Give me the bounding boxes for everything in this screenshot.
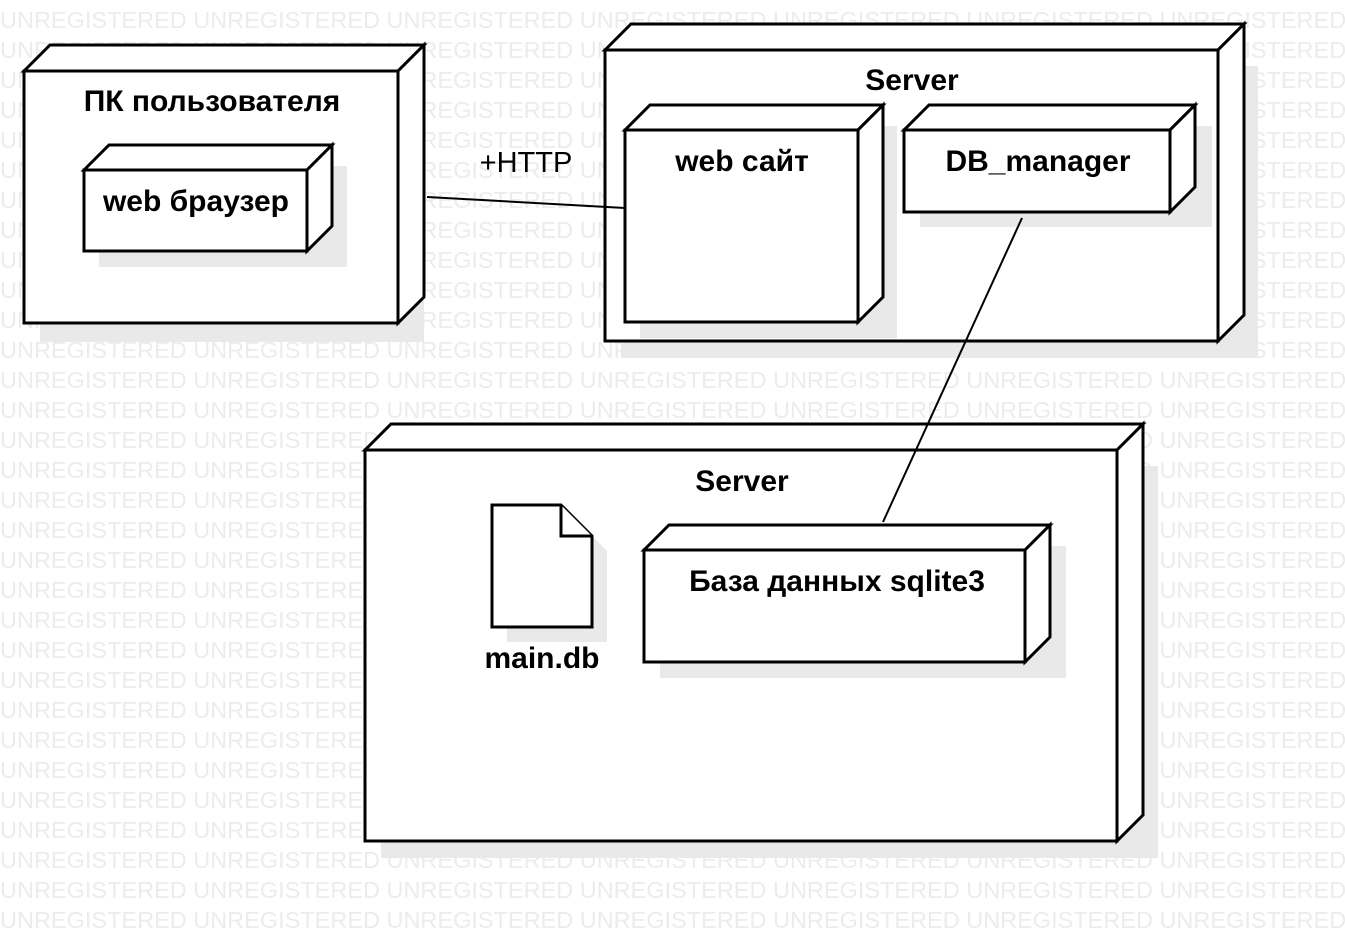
node-database-front bbox=[642, 548, 1027, 664]
artifact-main-db-label: main.db bbox=[484, 642, 599, 675]
document-fold bbox=[559, 505, 592, 538]
node-server-top-label: Server bbox=[865, 64, 959, 97]
node-db-manager-top bbox=[900, 103, 1199, 132]
watermark-row: UNREGISTERED UNREGISTERED UNREGISTERED U… bbox=[0, 367, 1345, 393]
node-browser-front bbox=[82, 168, 309, 253]
watermark-row: UNREGISTERED UNREGISTERED UNREGISTERED U… bbox=[0, 397, 1345, 423]
node-database-top bbox=[640, 523, 1054, 552]
node-db-manager-side bbox=[1168, 101, 1197, 216]
node-database-side bbox=[1023, 521, 1052, 666]
node-website-label: web сайт bbox=[674, 145, 809, 178]
link-dbmanager-database-line bbox=[882, 217, 1023, 523]
link-dbmanager-database[interactable] bbox=[882, 217, 1023, 523]
node-user-pc-label: ПК пользователя bbox=[84, 85, 341, 118]
node-server-bottom-top bbox=[361, 422, 1147, 452]
node-website-top bbox=[621, 103, 887, 132]
node-server-top-top bbox=[601, 22, 1248, 52]
link-http-line bbox=[426, 196, 626, 209]
node-server-bottom-label: Server bbox=[695, 465, 789, 498]
node-website-side bbox=[856, 101, 885, 326]
node-browser-label: web браузер bbox=[102, 185, 289, 218]
node-user-pc-side bbox=[396, 41, 426, 327]
node-database[interactable]: База данных sqlite3 bbox=[640, 521, 1066, 678]
watermark-row: UNREGISTERED UNREGISTERED UNREGISTERED U… bbox=[0, 877, 1345, 903]
node-db-manager[interactable]: DB_manager bbox=[900, 101, 1212, 227]
artifact-main-db[interactable]: main.db bbox=[484, 503, 607, 675]
node-browser-side bbox=[305, 141, 334, 255]
link-http-label: +HTTP bbox=[480, 147, 573, 179]
node-user-pc-top bbox=[20, 43, 428, 73]
node-database-label: База данных sqlite3 bbox=[689, 565, 985, 598]
node-browser[interactable]: web браузер bbox=[80, 141, 347, 267]
watermark-row: UNREGISTERED UNREGISTERED UNREGISTERED U… bbox=[0, 907, 1345, 933]
node-browser-top bbox=[80, 143, 336, 172]
node-website[interactable]: web сайт bbox=[621, 101, 897, 338]
node-server-bottom-side bbox=[1115, 420, 1145, 845]
node-server-top-side bbox=[1216, 20, 1246, 345]
node-db-manager-label: DB_manager bbox=[945, 145, 1130, 178]
link-http[interactable]: +HTTP bbox=[426, 147, 626, 209]
